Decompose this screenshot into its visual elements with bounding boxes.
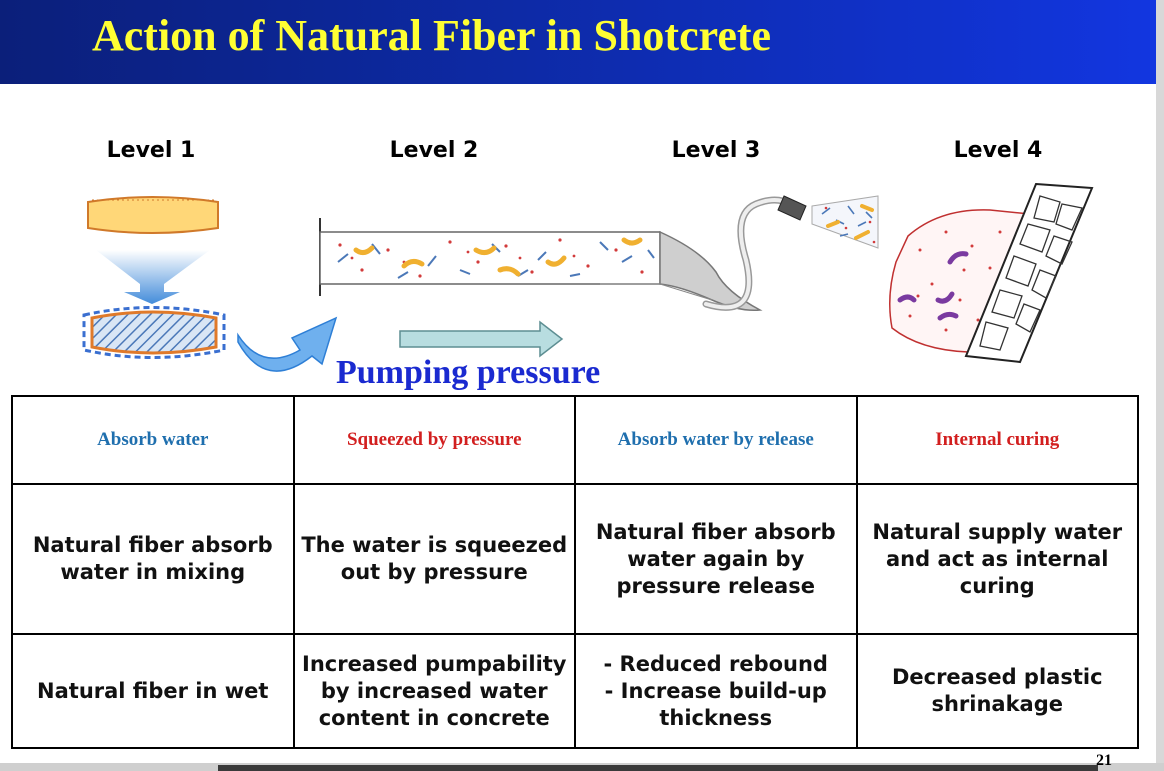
reduced-rebound-text: - Reduced rebound [603, 651, 828, 676]
header-squeezed: Squeezed by pressure [292, 395, 576, 485]
shotcrete-hose-icon [702, 195, 879, 311]
header-internal-curing: Internal curing [855, 395, 1139, 485]
page-title: Action of Natural Fiber in Shotcrete [92, 11, 772, 60]
table-row: Absorb water Squeezed by pressure Absorb… [11, 395, 1139, 485]
header-absorb-release: Absorb water by release [574, 395, 858, 485]
table-row: Natural fiber absorb water in mixing The… [11, 483, 1139, 635]
right-edge [1156, 0, 1164, 771]
cell-pumpability: Increased pumpability by increased water… [292, 633, 576, 749]
wet-fiber-icon [82, 306, 226, 359]
cell-squeezed: The water is squeezed out by pressure [292, 483, 576, 635]
level-3-label: Level 3 [671, 138, 761, 163]
curved-arrow-icon [237, 316, 338, 372]
process-illustration [82, 182, 1094, 372]
cell-shrinkage: Decreased plastic shrinakage [855, 633, 1139, 749]
bottom-scroll-strip [218, 765, 1098, 771]
cell-rebound: - Reduced rebound - Increase build-up th… [574, 633, 858, 749]
build-up-text: - Increase build-up thickness [604, 678, 827, 730]
cell-mixing: Natural fiber absorb water in mixing [11, 483, 295, 635]
header-absorb-water: Absorb water [11, 395, 295, 485]
level-1-label: Level 1 [106, 138, 196, 163]
page-number: 21 [1096, 752, 1112, 769]
dry-fiber-icon [87, 196, 219, 234]
cell-release: Natural fiber absorb water again by pres… [574, 483, 858, 635]
cell-curing: Natural supply water and act as internal… [855, 483, 1139, 635]
summary-table: Absorb water Squeezed by pressure Absorb… [11, 395, 1139, 749]
cell-wet: Natural fiber in wet [11, 633, 295, 749]
pumping-arrow-icon [399, 320, 564, 358]
pump-pipe-icon [319, 218, 763, 312]
rock-surface-icon [889, 182, 1094, 364]
pumping-pressure-label: Pumping pressure [336, 354, 601, 391]
table-row: Natural fiber in wet Increased pumpabili… [11, 633, 1139, 749]
down-arrow-icon [96, 250, 210, 304]
level-2-label: Level 2 [389, 138, 479, 163]
level-4-label: Level 4 [953, 138, 1043, 163]
title-bar: Action of Natural Fiber in Shotcrete [0, 0, 1156, 84]
